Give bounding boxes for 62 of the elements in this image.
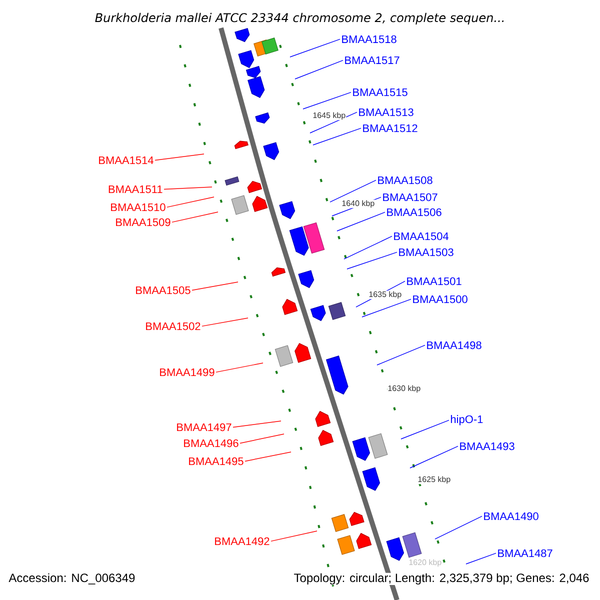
gene-label: BMAA1506 — [387, 208, 442, 216]
gene-label: BMAA1487 — [498, 549, 552, 558]
leader-line — [466, 552, 496, 564]
gene-label: BMAA1492 — [215, 537, 270, 546]
gene-label: BMAA1490 — [484, 512, 538, 520]
gene-label: BMAA1499 — [160, 368, 214, 376]
leader-line — [312, 128, 362, 146]
gene-label: BMAA1495 — [189, 457, 244, 466]
gene-label: BMAA1505 — [136, 286, 190, 294]
leader-line — [240, 434, 284, 444]
gene-label: BMAA1496 — [184, 439, 238, 448]
gene-label: BMAA1510 — [111, 203, 166, 212]
leader-line — [294, 60, 344, 80]
scale-label: 1640 kbp — [341, 200, 376, 208]
gene-label: BMAA1508 — [378, 176, 432, 184]
leader-line — [192, 282, 238, 291]
scale-label: 1630 kbp — [387, 384, 422, 394]
leader-line — [154, 154, 204, 161]
info-text: Topology: circular; Length: 2,325,379 bp; Genes: 2,046 — [293, 572, 590, 585]
gene-label: BMAA1498 — [427, 341, 482, 350]
gene-label: BMAA1509 — [116, 218, 170, 226]
gene-label: BMAA1500 — [413, 295, 468, 304]
title: Burkholderia mallei ATCC 23344 chromosome 2, complete sequen... — [94, 12, 506, 24]
gene-label: BMAA1512 — [363, 124, 418, 132]
leader-line — [410, 446, 458, 468]
leader-line — [270, 530, 318, 542]
gene-label: BMAA1507 — [383, 193, 438, 202]
leader-line — [244, 452, 292, 462]
gene-label: BMAA1497 — [177, 423, 232, 432]
leader-line — [330, 180, 376, 202]
scale-label: 1645 kbp — [312, 112, 346, 120]
leader-line — [216, 362, 264, 373]
leader-line — [232, 420, 282, 428]
gene-label: BMAA1493 — [460, 442, 514, 450]
gene-label: BMAA1517 — [345, 56, 400, 64]
gene-label: BMAA1502 — [146, 322, 200, 330]
scale-label: 1625 kbp — [417, 476, 452, 484]
gene-label: BMAA1501 — [407, 277, 462, 286]
leader-line — [166, 196, 214, 208]
leader-line — [434, 516, 482, 540]
gene-label: BMAA1513 — [359, 108, 414, 116]
leader-line — [400, 420, 450, 440]
leader-line — [290, 38, 340, 58]
leader-line — [346, 252, 398, 270]
leader-line — [362, 298, 412, 318]
gene-label: BMAA1511 — [108, 185, 162, 194]
scale-label: 1635 kbp — [368, 290, 402, 300]
leader-line — [336, 212, 386, 232]
leader-line — [344, 236, 392, 260]
leader-line — [202, 318, 248, 327]
scale-label: 1620 kbp — [408, 558, 442, 568]
gene-label: BMAA1514 — [99, 156, 154, 164]
leader-line — [376, 344, 426, 366]
info-text: Accession: NC_006349 — [8, 572, 136, 585]
gene-label: BMAA1503 — [399, 248, 454, 256]
leader-line — [172, 212, 218, 223]
leader-line — [164, 186, 212, 190]
gene-label: BMAA1515 — [353, 88, 408, 96]
leader-line — [302, 92, 352, 110]
gene-label: hipO-1 — [450, 415, 483, 426]
gene-label: BMAA1518 — [342, 35, 396, 44]
gene-label: BMAA1504 — [394, 232, 449, 240]
